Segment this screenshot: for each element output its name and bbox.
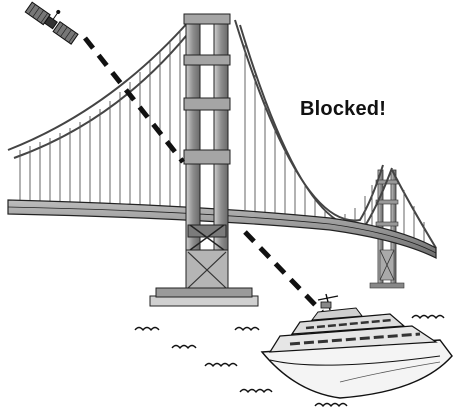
yacht xyxy=(262,294,452,398)
blocked-annotation: Blocked! xyxy=(300,98,386,121)
satellite-icon xyxy=(25,0,83,44)
